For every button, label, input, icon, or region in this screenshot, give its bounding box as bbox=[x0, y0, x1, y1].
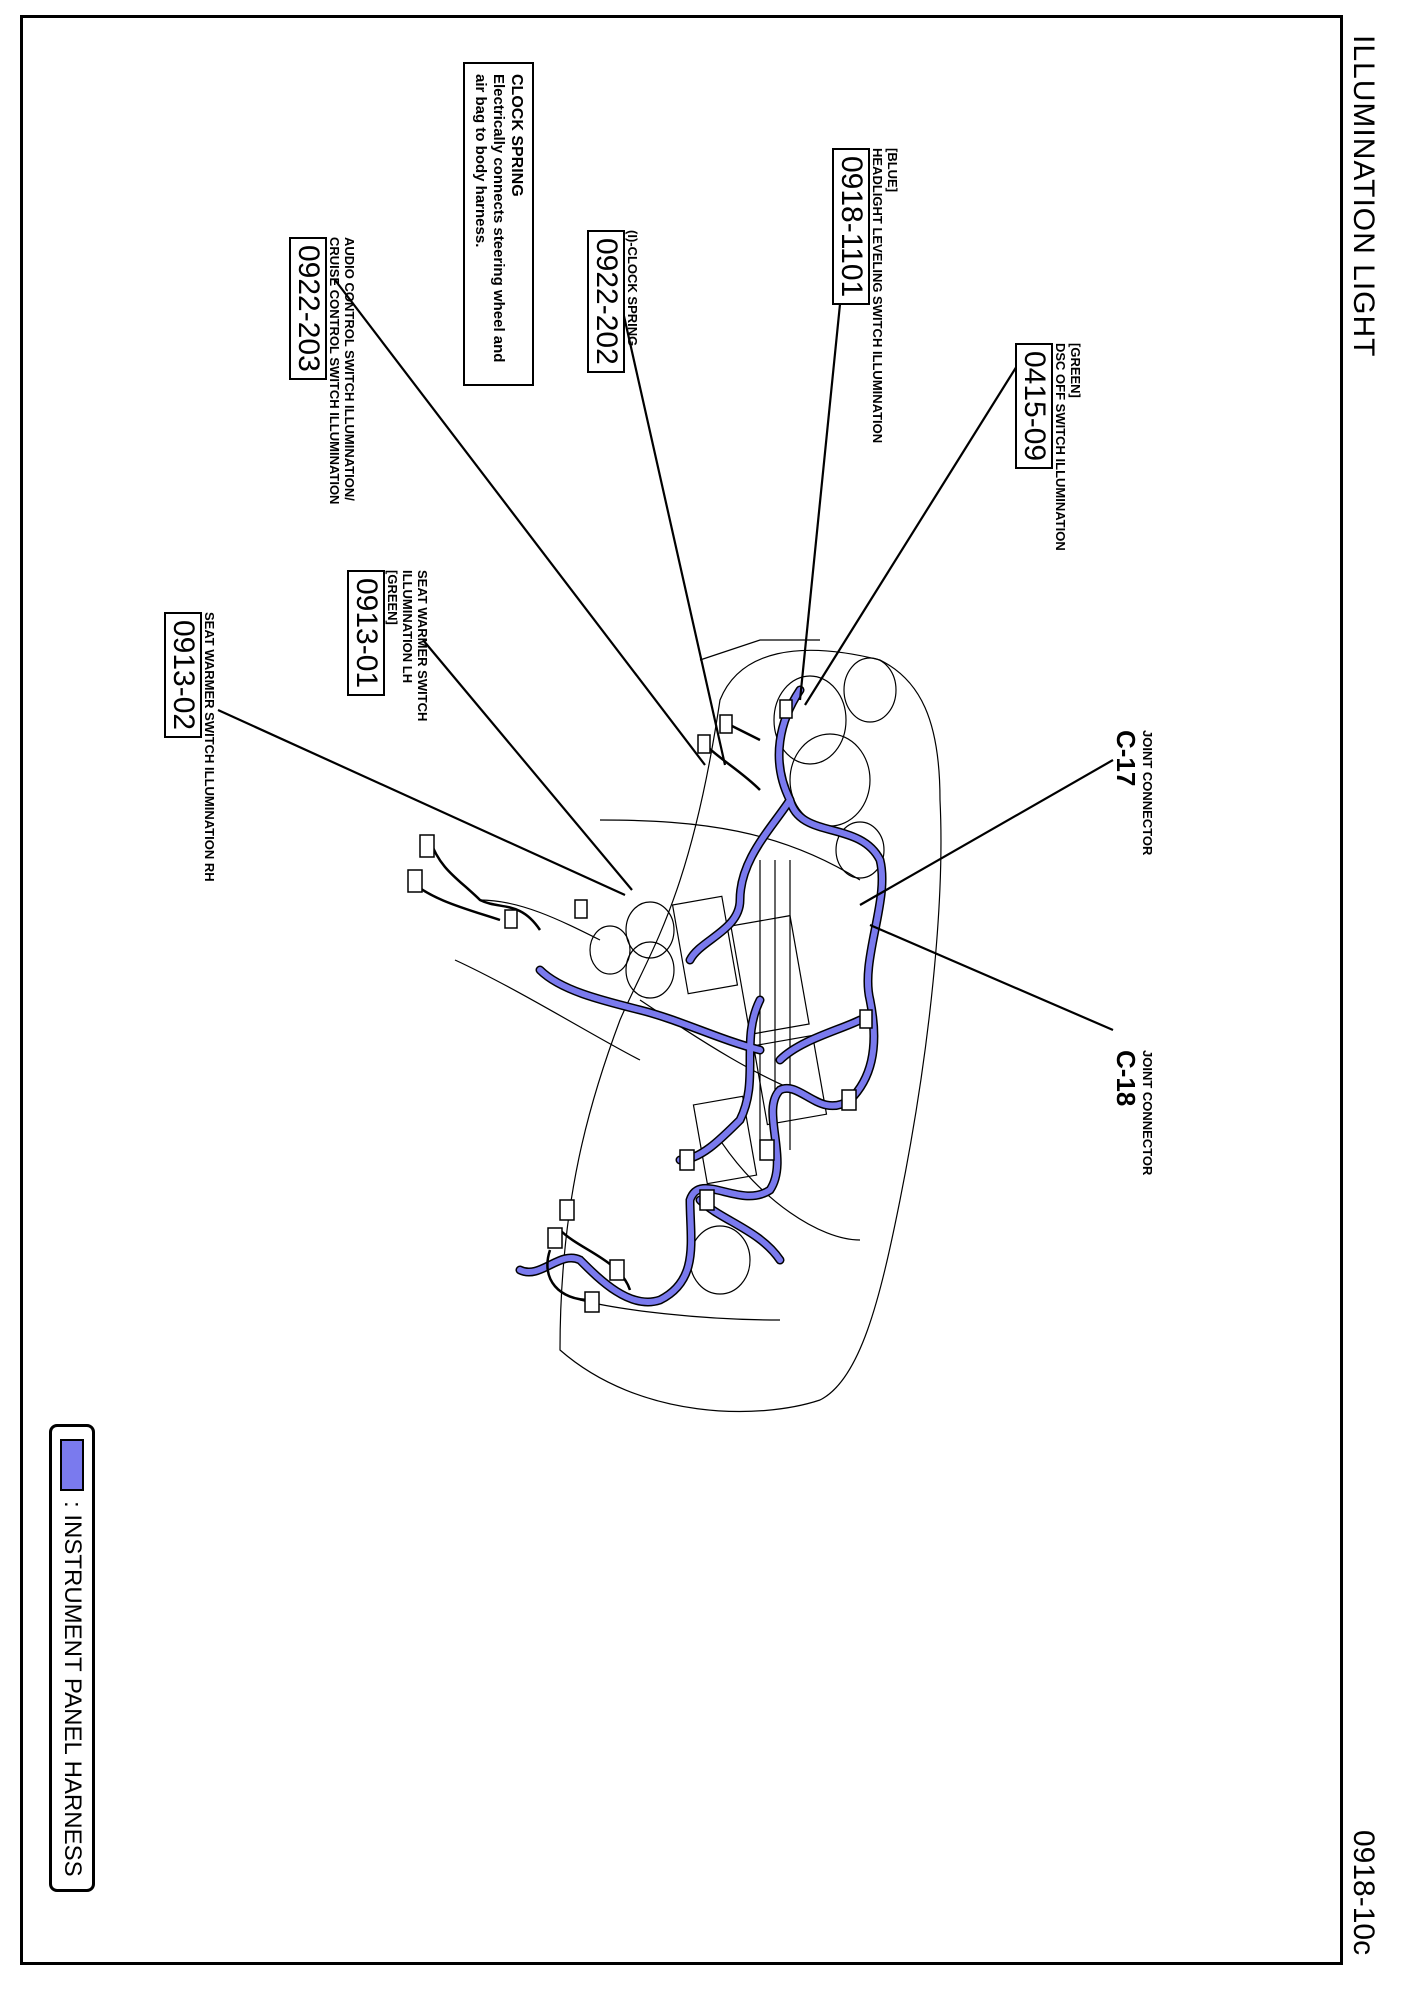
callout-0913-02: SEAT WARMER SWITCH ILLUMINATION RH 0913-… bbox=[164, 612, 217, 882]
clock-spring-heading: CLOCK SPRING bbox=[508, 74, 525, 197]
callout-code: 0415-09 bbox=[1015, 343, 1053, 470]
callout-line: [GREEN] bbox=[1068, 343, 1083, 398]
clock-spring-note: CLOCK SPRING Electrically connects steer… bbox=[463, 62, 534, 386]
joint-connector-label: JOINT CONNECTOR bbox=[1140, 1050, 1155, 1176]
joint-connector-label: JOINT CONNECTOR bbox=[1140, 730, 1155, 856]
callout-code: 0918-1101 bbox=[832, 148, 870, 306]
connectors bbox=[407, 699, 873, 1313]
callout-line: HEADLIGHT LEVELING SWITCH ILLUMINATION bbox=[870, 148, 885, 444]
callout-0922-203: AUDIO CONTROL SWITCH ILLUMINATION/ CRUIS… bbox=[289, 237, 357, 504]
callout-line: ILLUMINATION LH bbox=[400, 570, 415, 684]
callout-line: [BLUE] bbox=[885, 148, 900, 193]
callout-0415-09: [GREEN] DSC OFF SWITCH ILLUMINATION 0415… bbox=[1015, 343, 1083, 551]
legend-swatch bbox=[60, 1439, 84, 1491]
callout-code: 0922-202 bbox=[587, 230, 625, 373]
callout-line: SEAT WARMER SWITCH ILLUMINATION RH bbox=[202, 612, 217, 882]
joint-connector-c18: JOINT CONNECTOR C-18 bbox=[1111, 1050, 1155, 1176]
secondary-wiring bbox=[409, 718, 761, 1302]
joint-connector-code: C-17 bbox=[1111, 730, 1141, 787]
page-number: 0918-10c bbox=[1347, 1830, 1380, 1956]
leader-lines bbox=[217, 224, 1114, 1032]
callout-0922-202: (I)-CLOCK SPRING 0922-202 bbox=[587, 230, 640, 373]
callout-line: DSC OFF SWITCH ILLUMINATION bbox=[1053, 343, 1068, 551]
callout-line: CRUISE CONTROL SWITCH ILLUMINATION bbox=[327, 237, 342, 505]
callout-line: [GREEN] bbox=[385, 570, 400, 625]
callout-code: 0922-203 bbox=[289, 237, 327, 380]
callout-code: 0913-02 bbox=[164, 612, 202, 739]
callout-line: SEAT WARMER SWITCH bbox=[415, 570, 430, 722]
callout-0918-1101: [BLUE] HEADLIGHT LEVELING SWITCH ILLUMIN… bbox=[832, 148, 900, 443]
callout-code: 0913-01 bbox=[347, 570, 385, 697]
callout-line: AUDIO CONTROL SWITCH ILLUMINATION/ bbox=[342, 237, 357, 501]
callout-0913-01: SEAT WARMER SWITCH ILLUMINATION LH [GREE… bbox=[347, 570, 430, 721]
legend: : INSTRUMENT PANEL HARNESS bbox=[49, 1424, 95, 1892]
dashboard-outline bbox=[454, 639, 942, 1413]
clock-spring-description: Electrically connects steering wheel and… bbox=[472, 74, 507, 363]
legend-text: : INSTRUMENT PANEL HARNESS bbox=[59, 1501, 86, 1877]
joint-connector-c17: JOINT CONNECTOR C-17 bbox=[1111, 730, 1155, 856]
callout-line: (I)-CLOCK SPRING bbox=[625, 230, 640, 347]
page-title: ILLUMINATION LIGHT bbox=[1347, 35, 1380, 358]
page-frame bbox=[20, 15, 1343, 1965]
joint-connector-code: C-18 bbox=[1111, 1050, 1141, 1107]
